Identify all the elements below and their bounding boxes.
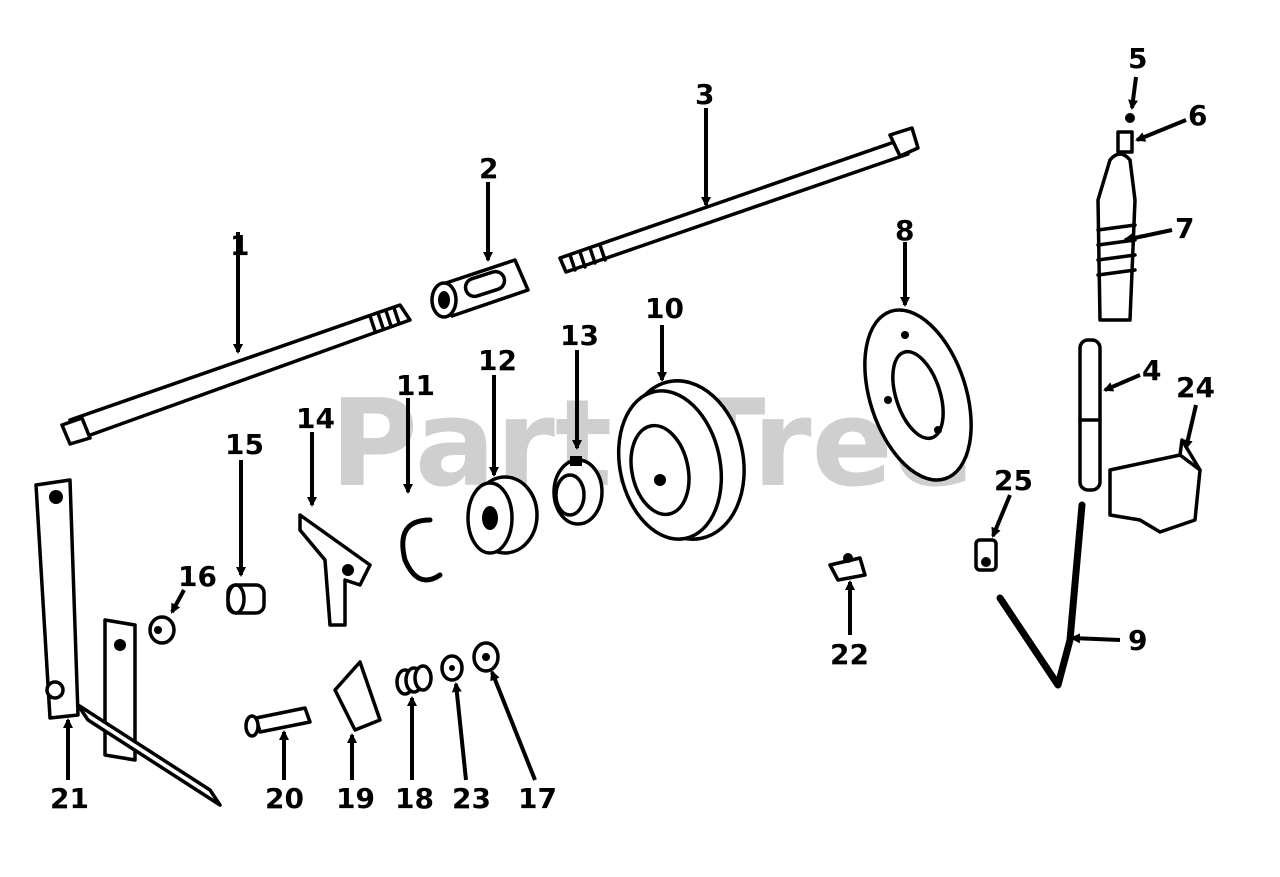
callout-22[interactable]: 22: [830, 638, 869, 671]
part-19-bracket[interactable]: [333, 660, 382, 732]
part-11-ring[interactable]: [400, 517, 443, 583]
part-23-washer[interactable]: [440, 654, 464, 682]
callout-24[interactable]: 24: [1176, 371, 1215, 404]
part-10-pulley[interactable]: [605, 370, 758, 551]
callout-17[interactable]: 17: [518, 782, 557, 815]
part-7-knob[interactable]: [1096, 152, 1137, 322]
callout-arrows: [63, 76, 1198, 781]
callout-8[interactable]: 8: [895, 214, 914, 247]
callout-11[interactable]: 11: [396, 369, 435, 402]
callout-9[interactable]: 9: [1128, 624, 1147, 657]
part-20-bolt[interactable]: [244, 706, 312, 738]
callout-4[interactable]: 4: [1142, 354, 1161, 387]
callout-19[interactable]: 19: [336, 782, 375, 815]
callout-18[interactable]: 18: [395, 782, 434, 815]
callout-15[interactable]: 15: [225, 428, 264, 461]
part-21-lever[interactable]: [34, 478, 222, 807]
callout-5[interactable]: 5: [1128, 42, 1147, 75]
callout-10[interactable]: 10: [645, 292, 684, 325]
part-9-bent-rod[interactable]: [996, 501, 1086, 689]
part-2-coupler[interactable]: [430, 258, 530, 319]
part-22-clip[interactable]: [828, 553, 867, 582]
callout-2[interactable]: 2: [479, 152, 498, 185]
callout-6[interactable]: 6: [1188, 99, 1207, 132]
callout-23[interactable]: 23: [452, 782, 491, 815]
callout-3[interactable]: 3: [695, 78, 714, 111]
callout-25[interactable]: 25: [994, 464, 1033, 497]
part-25-clip[interactable]: [974, 538, 998, 572]
callout-labels: 1 2 3 4 5 6 7 8 9 10 11 12 13 14 15 16 1…: [50, 42, 1215, 815]
callout-21[interactable]: 21: [50, 782, 89, 815]
part-13-collar[interactable]: [552, 456, 604, 526]
callout-14[interactable]: 14: [296, 402, 335, 435]
callout-1[interactable]: 1: [230, 229, 249, 262]
callout-20[interactable]: 20: [265, 782, 304, 815]
part-16-nut[interactable]: [148, 615, 176, 645]
part-15-bushing[interactable]: [226, 583, 266, 615]
part-3-rod[interactable]: [558, 126, 920, 274]
callout-7[interactable]: 7: [1175, 212, 1194, 245]
part-5-ball[interactable]: [1125, 113, 1135, 123]
part-1-rod[interactable]: [60, 303, 412, 446]
part-12-bearing[interactable]: [466, 475, 539, 555]
part-6-spring[interactable]: [1116, 130, 1134, 154]
callout-12[interactable]: 12: [478, 344, 517, 377]
part-18-spring[interactable]: [395, 664, 433, 696]
part-4-rod[interactable]: [1078, 338, 1102, 492]
callout-16[interactable]: 16: [178, 560, 217, 593]
part-8-plate[interactable]: [845, 296, 991, 493]
part-14-fork[interactable]: [298, 513, 372, 627]
callout-13[interactable]: 13: [560, 319, 599, 352]
part-17-washer[interactable]: [472, 641, 500, 673]
part-24-bracket[interactable]: [1108, 438, 1202, 534]
